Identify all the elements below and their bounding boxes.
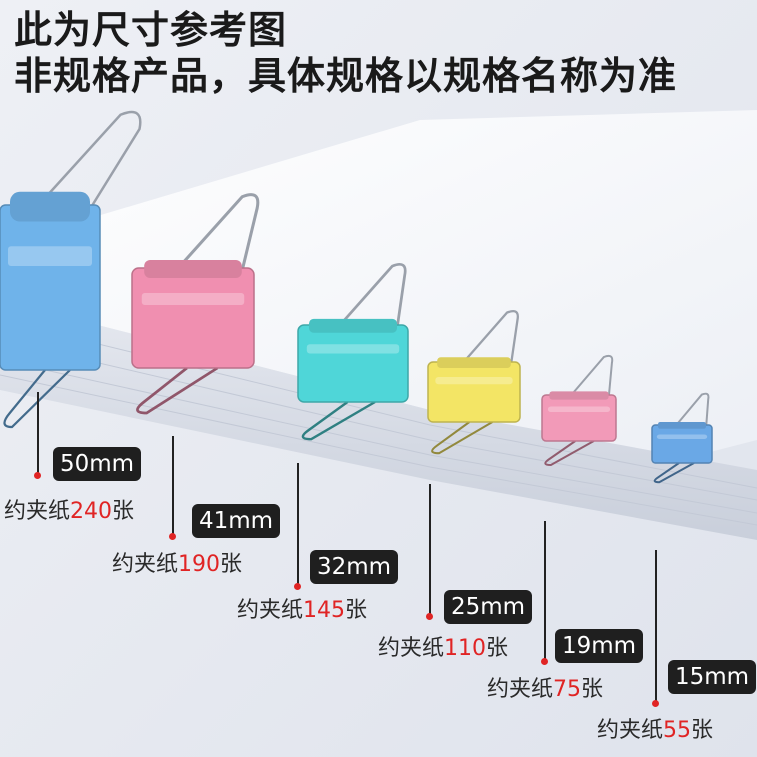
clip-handle-upper	[34, 110, 142, 210]
clip-tab	[437, 357, 511, 368]
leader-dot	[34, 472, 41, 479]
binder-clip	[131, 193, 260, 415]
capacity-label: 约夹纸55张	[597, 718, 714, 743]
binder-clip	[651, 392, 713, 484]
clip-handle-upper	[459, 309, 519, 367]
binder-clips	[0, 110, 713, 484]
leader-dot	[426, 613, 433, 620]
leader-line	[172, 436, 174, 536]
clip-sheen	[547, 406, 611, 413]
size-badge: 32mm	[310, 550, 399, 584]
leader-dot	[169, 533, 176, 540]
leader-dot	[294, 583, 301, 590]
capacity-label: 约夹纸240张	[4, 499, 135, 524]
leader-line	[37, 392, 39, 474]
capacity-label: 约夹纸145张	[237, 598, 368, 623]
paper-stack-top	[0, 110, 757, 470]
clip-handle-lower	[136, 366, 219, 415]
headline-line-2: 非规格产品，具体规格以规格名称为准	[14, 54, 678, 98]
clip-tab	[10, 191, 90, 222]
clip-body	[131, 267, 255, 369]
clip-body	[541, 394, 617, 442]
size-badge: 41mm	[192, 504, 281, 538]
leader-dot	[652, 700, 659, 707]
size-badge: 19mm	[555, 629, 644, 663]
clip-body	[0, 204, 101, 371]
clip-body	[297, 324, 409, 403]
leader-line	[297, 463, 299, 586]
size-badge: 25mm	[444, 590, 533, 624]
clip-handle-upper	[567, 354, 614, 400]
clip-sheen	[8, 246, 92, 267]
binder-clip	[0, 110, 142, 429]
leader-line	[655, 550, 657, 703]
clip-handle-lower	[653, 462, 695, 484]
binder-clip	[427, 309, 521, 455]
clip-body	[651, 424, 713, 464]
size-badge: 15mm	[668, 660, 757, 694]
headline-line-1: 此为尺寸参考图	[14, 8, 288, 52]
leader-line	[544, 521, 546, 661]
clip-handle-upper	[173, 193, 260, 274]
clip-tab	[658, 421, 706, 429]
clip-tab	[309, 318, 397, 333]
clip-handle-lower	[3, 369, 71, 429]
clip-handle-lower	[301, 400, 376, 441]
binder-clip	[541, 354, 617, 467]
clip-sheen	[306, 344, 400, 354]
leader-dot	[541, 658, 548, 665]
clip-handle-upper	[335, 262, 407, 330]
clip-tab	[549, 391, 609, 400]
capacity-label: 约夹纸110张	[378, 636, 509, 661]
capacity-label: 约夹纸190张	[112, 552, 243, 577]
clip-sheen	[435, 377, 513, 385]
clip-tab	[144, 260, 242, 278]
capacity-label: 约夹纸75张	[487, 677, 604, 702]
leader-line	[429, 484, 431, 616]
clip-sheen	[656, 434, 708, 440]
clip-handle-lower	[431, 421, 493, 455]
clip-handle-upper	[672, 392, 710, 430]
clip-body	[427, 361, 521, 423]
clip-handle-lower	[544, 440, 595, 467]
binder-clip	[297, 262, 409, 441]
clip-sheen	[141, 293, 245, 305]
size-badge: 50mm	[53, 447, 142, 481]
